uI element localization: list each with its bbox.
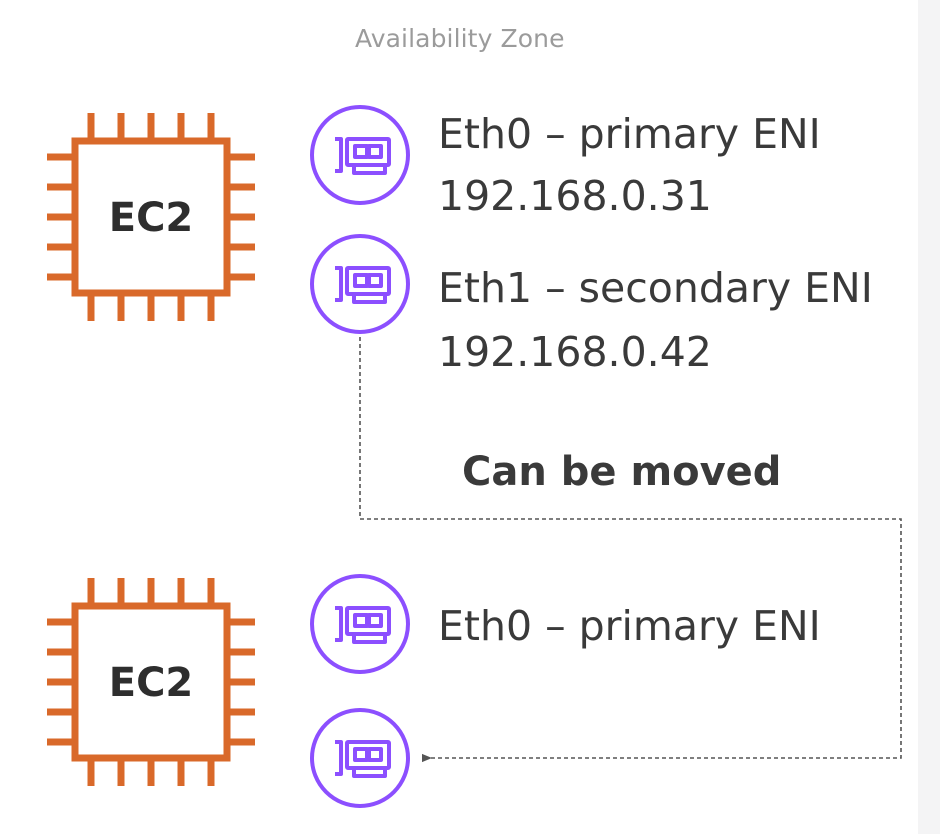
can-be-moved-label: Can be moved [462,449,782,495]
right-edge-strip [918,0,940,834]
network-card-icon [310,708,410,808]
availability-zone-label: Availability Zone [355,24,565,53]
eni-name: Eth1 – secondary ENI [438,264,873,312]
eni-ip: 192.168.0.42 [438,328,712,376]
ec2-instance-1: EC2 [47,113,255,321]
ec2-label: EC2 [109,660,194,706]
network-card-icon [310,234,410,334]
network-card-icon [310,574,410,674]
network-card-icon [310,105,410,205]
eni-ip: 192.168.0.31 [438,172,712,220]
ec2-label: EC2 [109,195,194,241]
eni-name: Eth0 – primary ENI [438,602,821,650]
move-connector [359,337,902,758]
ec2-instance-2: EC2 [47,578,255,786]
eni-name: Eth0 – primary ENI [438,110,821,158]
